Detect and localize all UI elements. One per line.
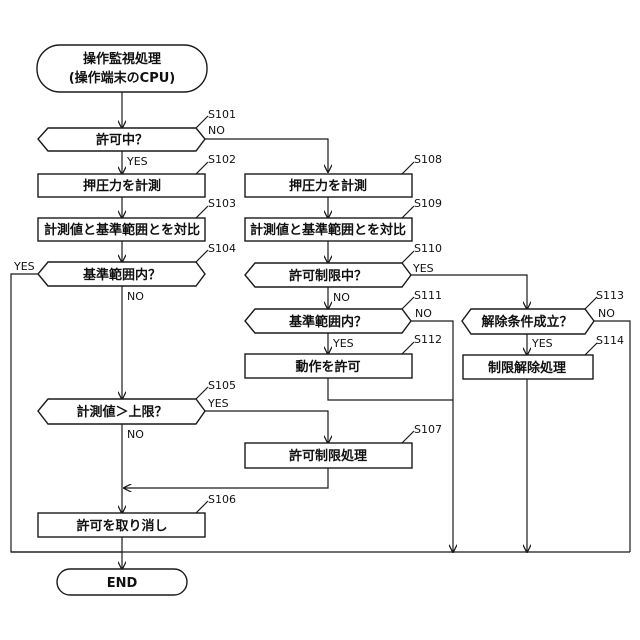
s103-text: 計測値と基準範囲とを対比 [44, 222, 200, 238]
s105-no-label: NO [127, 428, 144, 441]
s108-leader [402, 162, 414, 174]
start-subtitle: (操作端末のCPU) [69, 70, 176, 86]
s104-leader [196, 250, 208, 262]
s111-id: S111 [414, 289, 442, 302]
s114-id: S114 [596, 334, 624, 347]
s110-no-label: NO [333, 291, 350, 304]
s104-yes-label: YES [13, 260, 35, 273]
s112-id: S112 [414, 333, 442, 346]
s109-id: S109 [414, 197, 442, 210]
s101-leader [196, 116, 208, 128]
s110-id: S110 [414, 242, 442, 255]
s105-id: S105 [208, 379, 236, 392]
s111-text: 基準範囲内？ [288, 314, 367, 330]
s101-id: S101 [208, 108, 236, 121]
s113-id: S113 [596, 289, 624, 302]
s107-text: 許可制限処理 [289, 448, 367, 464]
s108-text: 押圧力を計測 [289, 178, 367, 194]
s109-text: 計測値と基準範囲とを対比 [250, 222, 406, 238]
s105-yes-label: YES [207, 397, 229, 410]
s113-no-label: NO [598, 307, 615, 320]
edge-s112-out [328, 378, 453, 400]
s110-text: 許可制限中？ [289, 268, 367, 284]
start-title: 操作監視処理 [83, 51, 161, 67]
s106-leader [196, 501, 208, 513]
s111-leader [402, 297, 414, 309]
s103-leader [196, 206, 208, 218]
s107-leader [402, 431, 414, 443]
s112-leader [402, 342, 414, 354]
s102-leader [196, 162, 208, 174]
s101-text: 許可中？ [96, 132, 148, 148]
s108-id: S108 [414, 153, 442, 166]
s113-text: 解除条件成立？ [480, 314, 572, 330]
s105-leader [196, 387, 208, 399]
s113-yes-label: YES [531, 337, 553, 350]
s102-text: 押圧力を計測 [83, 178, 161, 194]
s104-id: S104 [208, 242, 236, 255]
edge-s107-return [124, 468, 328, 488]
s104-text: 基準範囲内？ [82, 267, 161, 283]
s111-yes-label: YES [332, 337, 354, 350]
s103-id: S103 [208, 197, 236, 210]
s107-id: S107 [414, 423, 442, 436]
s109-leader [402, 206, 414, 218]
s114-text: 制限解除処理 [488, 360, 566, 376]
end-text: END [107, 576, 138, 591]
s101-yes-label: YES [126, 155, 148, 168]
edge-s105-yes [205, 411, 328, 443]
s106-text: 許可を取り消し [76, 518, 167, 534]
edge-s113-no [594, 321, 630, 552]
s111-no-label: NO [415, 307, 432, 320]
s102-id: S102 [208, 153, 236, 166]
s101-no-label: NO [208, 124, 225, 137]
s112-text: 動作を許可 [295, 359, 360, 375]
s106-id: S106 [208, 493, 236, 506]
s110-yes-label: YES [412, 262, 434, 275]
s104-no-label: NO [127, 290, 144, 303]
s105-text: 計測値＞上限？ [76, 404, 167, 420]
edge-s111-no [411, 321, 453, 552]
